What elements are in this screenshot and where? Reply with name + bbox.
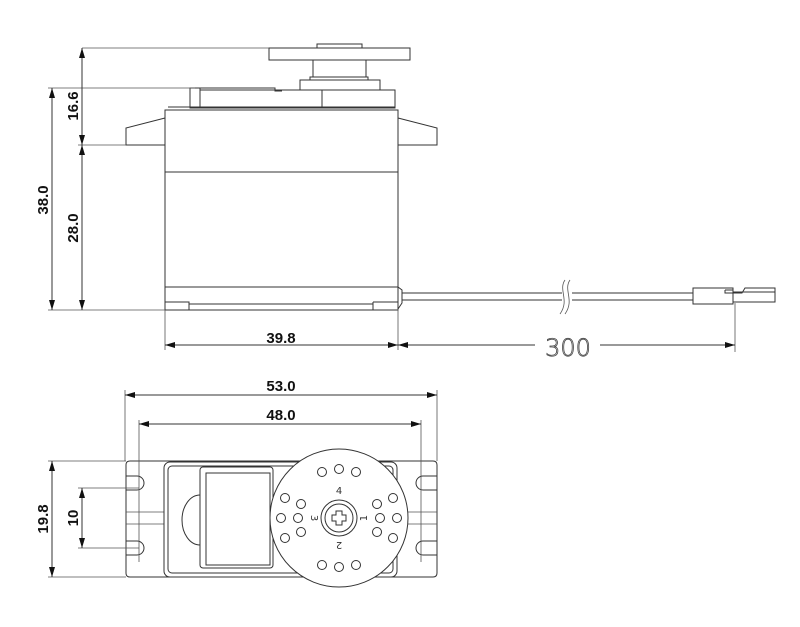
- dim-cable-length: 300: [545, 334, 591, 362]
- horn-label-4: 4: [336, 486, 342, 497]
- side-view: 38.0 16.6 28.0 39.8 300: [35, 43, 776, 362]
- horn-hole: [317, 560, 327, 570]
- dim-tab-span: 53.0: [266, 378, 295, 395]
- horn-hole: [276, 513, 286, 523]
- horn-hole: [351, 467, 361, 477]
- horn-hole: [280, 533, 290, 543]
- horn-hole: [388, 493, 398, 503]
- top-dimensions: 53.0 48.0 19.8 10: [35, 378, 438, 578]
- top-view: 4 2 3 1 53.0 48.0 19.8 10: [35, 378, 438, 588]
- mount-slot: [415, 475, 437, 491]
- dim-hole-pitch: 10: [65, 510, 82, 527]
- output-horn: [268, 43, 411, 91]
- dim-horn-height: 16.6: [65, 91, 82, 120]
- horn-hole: [392, 513, 402, 523]
- horn-label-2: 2: [336, 539, 342, 550]
- cable-connector: [692, 287, 776, 305]
- servo-body: [164, 109, 403, 311]
- mounting-plate: [125, 460, 438, 578]
- horn-disc: 4 2 3 1: [269, 448, 409, 588]
- horn-hole: [372, 499, 382, 509]
- dim-body-width: 39.8: [266, 330, 295, 347]
- horn-hole: [293, 513, 303, 523]
- servo-cable: [402, 279, 693, 315]
- cable-break-icon: [559, 279, 571, 315]
- mount-slot: [126, 475, 145, 491]
- horn-hole: [334, 562, 344, 572]
- top-cover: [168, 87, 396, 109]
- horn-hole: [296, 527, 306, 537]
- horn-hub: [320, 499, 358, 537]
- dim-hole-spacing: 48.0: [266, 407, 295, 424]
- horn-hole: [388, 533, 398, 543]
- horn-hole: [280, 493, 290, 503]
- mount-slot: [415, 540, 437, 556]
- dim-depth: 19.8: [35, 504, 52, 533]
- horn-hole: [372, 527, 382, 537]
- screw-cross-icon: [331, 510, 347, 526]
- horn-label-1: 1: [359, 515, 370, 521]
- dim-overall-height: 38.0: [35, 185, 52, 214]
- dim-body-height: 28.0: [65, 213, 82, 242]
- mounting-tabs: [125, 117, 438, 146]
- horn-hole: [351, 560, 361, 570]
- mount-slot: [126, 540, 145, 556]
- horn-hole: [317, 467, 327, 477]
- horn-holes: [276, 464, 402, 572]
- horn-label-3: 3: [308, 515, 319, 521]
- side-dimensions: 38.0 16.6 28.0 39.8 300: [35, 47, 736, 362]
- horn-hole: [296, 499, 306, 509]
- horn-hole: [375, 513, 385, 523]
- horn-hole: [334, 464, 344, 474]
